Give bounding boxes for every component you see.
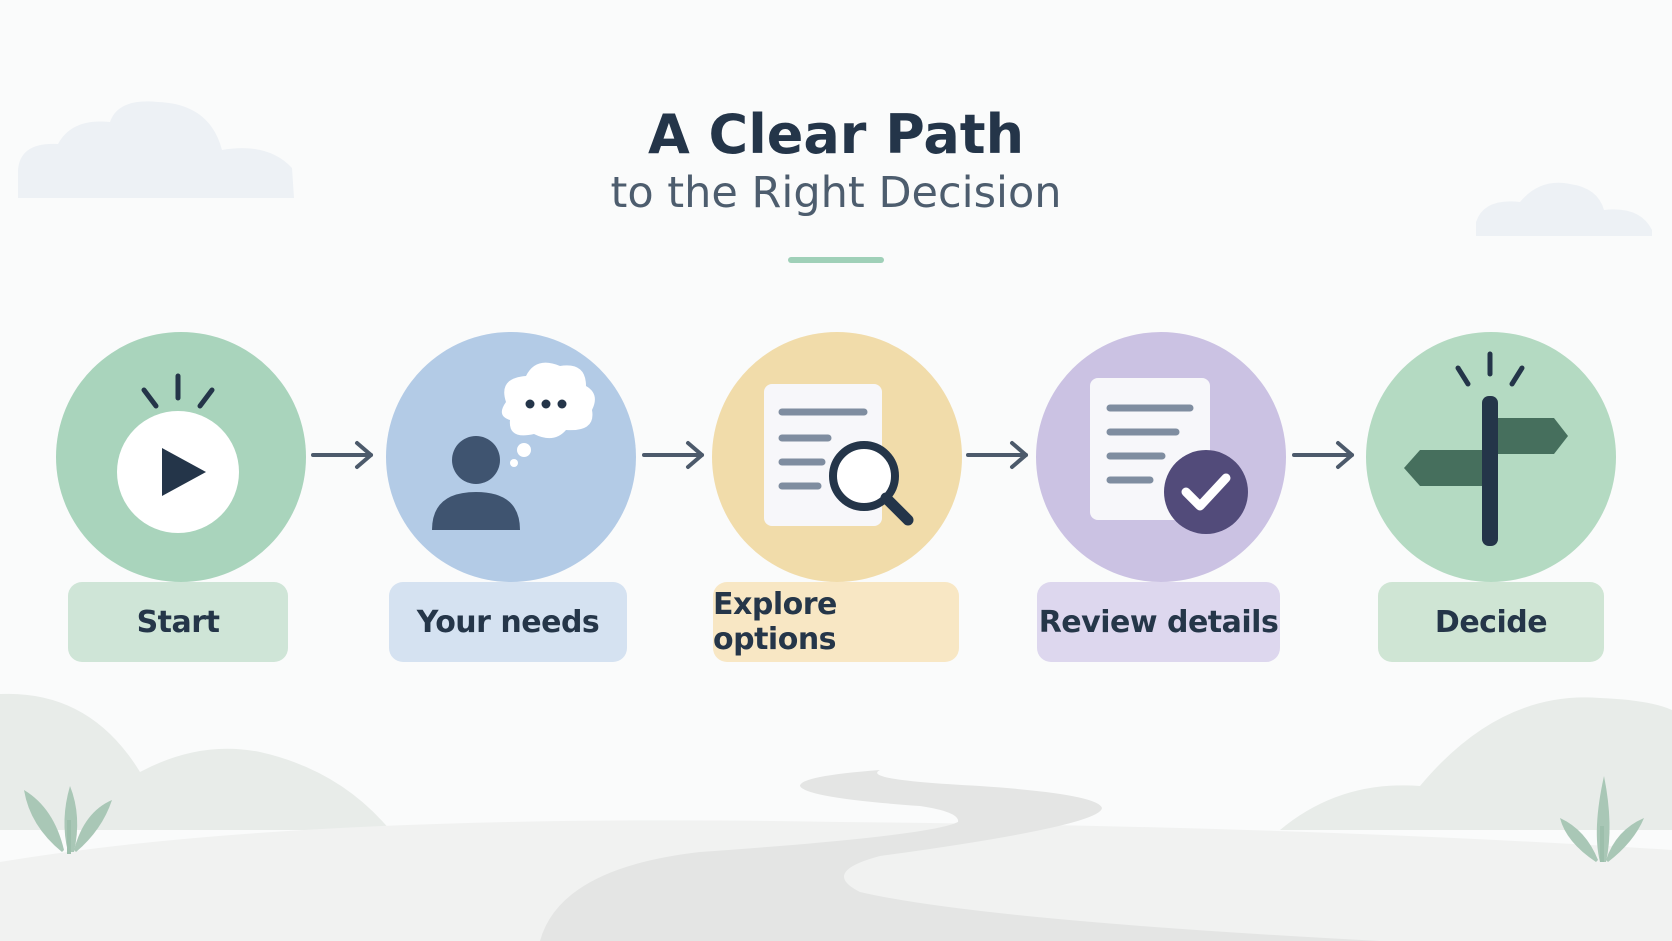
hill-left-back <box>0 693 390 830</box>
title-underline <box>788 257 884 263</box>
document-check-icon <box>1090 378 1248 534</box>
arrow-right-icon <box>311 441 373 469</box>
arrow-right-icon <box>642 441 704 469</box>
step-explore-circle <box>712 332 962 582</box>
cloud-right <box>1476 182 1652 236</box>
arrow-right-icon <box>966 441 1028 469</box>
step-review-label: Review details <box>1037 582 1280 662</box>
arrow-right-icon <box>1292 441 1354 469</box>
title-block: A Clear Path to the Right Decision <box>0 100 1672 220</box>
step-needs-label: Your needs <box>389 582 627 662</box>
leaves-left <box>24 786 112 854</box>
step-decide-circle <box>1366 332 1616 582</box>
page-subtitle: to the Right Decision <box>610 168 1062 218</box>
step-review-circle <box>1036 332 1286 582</box>
hill-right-back <box>1280 697 1672 830</box>
step-needs-circle <box>386 332 636 582</box>
document-search-icon <box>764 384 914 526</box>
step-start-circle <box>56 332 306 582</box>
signpost-icon <box>1404 351 1568 546</box>
step-explore-label: Explore options <box>713 582 959 662</box>
leaves-right <box>1560 776 1644 862</box>
step-start-label: Start <box>68 582 288 662</box>
winding-road <box>540 770 1380 941</box>
cloud-left <box>18 101 294 198</box>
person-thinking-icon <box>432 362 595 530</box>
play-icon <box>117 373 239 533</box>
page-title: A Clear Path <box>647 103 1025 166</box>
step-decide-label: Decide <box>1378 582 1604 662</box>
